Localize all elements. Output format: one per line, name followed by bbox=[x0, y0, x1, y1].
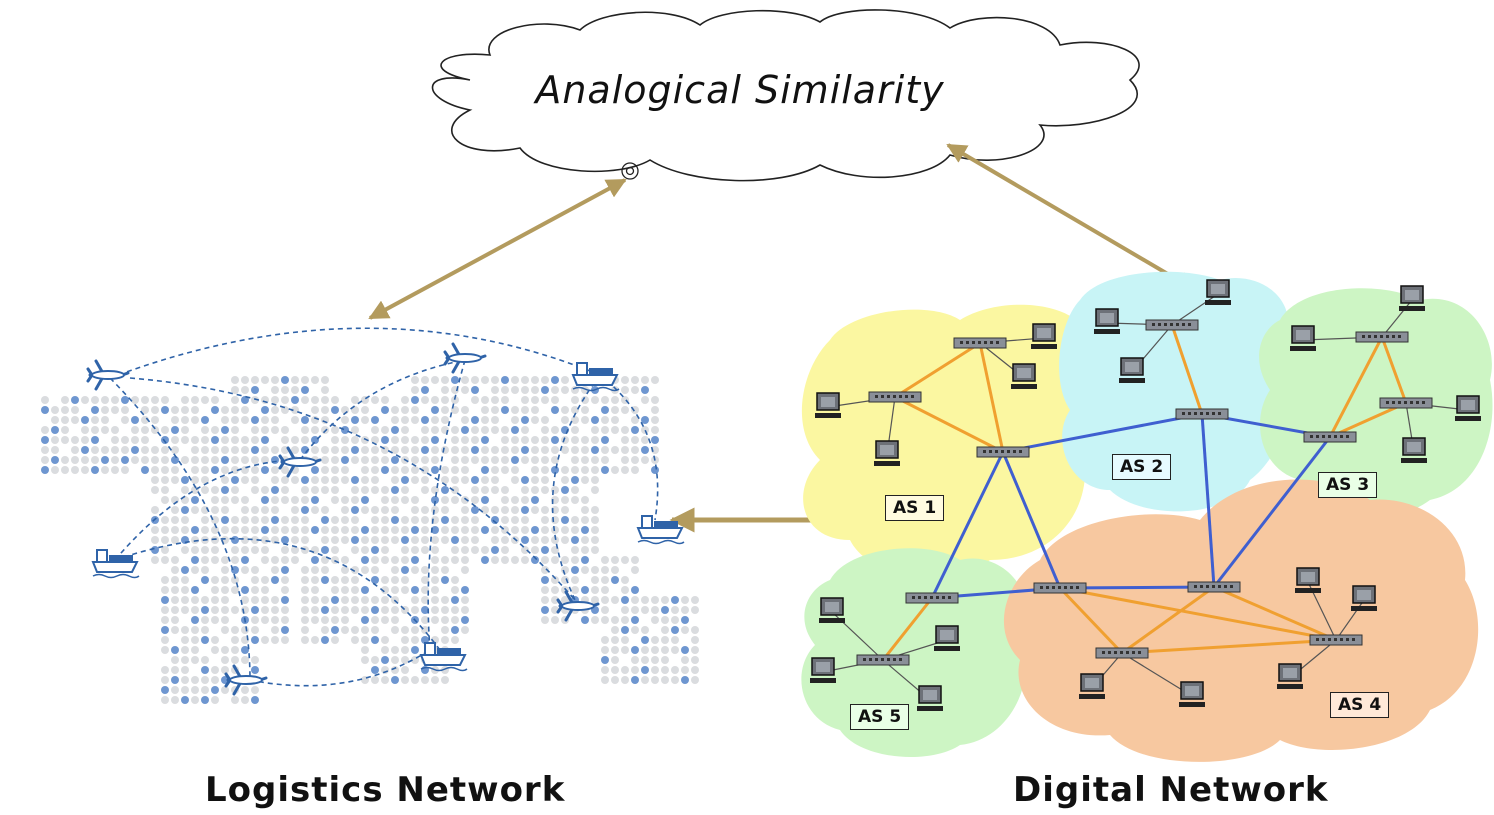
airplane-icon bbox=[224, 664, 268, 696]
as5-label: AS 5 bbox=[850, 704, 910, 730]
cloud-anchor-icon bbox=[621, 162, 639, 180]
computer-icon bbox=[1179, 681, 1205, 707]
container-ship-icon bbox=[419, 642, 468, 672]
airplane-icon bbox=[556, 590, 600, 622]
as3-cloud bbox=[1259, 288, 1493, 518]
network-switch-icon bbox=[1145, 319, 1199, 331]
inter-as-link bbox=[930, 451, 1005, 599]
as-internal-link bbox=[894, 395, 1004, 454]
network-switch-icon bbox=[976, 446, 1030, 458]
airplane-icon bbox=[86, 359, 130, 391]
container-ship-icon bbox=[91, 549, 140, 579]
as3-label: AS 3 bbox=[1318, 472, 1378, 498]
computer-icon bbox=[934, 625, 960, 651]
similarity-cloud bbox=[431, 9, 1140, 182]
network-switch-icon bbox=[1033, 582, 1087, 594]
as-internal-link bbox=[1328, 336, 1384, 438]
inter-as-link bbox=[1200, 413, 1216, 588]
network-switch-icon bbox=[1303, 431, 1357, 443]
arrow-cloud-to-logistics bbox=[368, 178, 627, 320]
computer-icon bbox=[1295, 567, 1321, 593]
network-switch-icon bbox=[1187, 581, 1241, 593]
logistics-network-caption: Logistics Network bbox=[205, 770, 566, 810]
as-internal-link bbox=[1121, 585, 1215, 655]
computer-icon bbox=[810, 657, 836, 683]
computer-icon bbox=[1290, 325, 1316, 351]
computer-icon bbox=[1455, 395, 1481, 421]
network-switch-icon bbox=[1309, 634, 1363, 646]
as-internal-link bbox=[1058, 586, 1124, 655]
airplane-icon bbox=[443, 342, 487, 374]
computer-icon bbox=[1079, 673, 1105, 699]
network-switch-icon bbox=[856, 654, 910, 666]
computer-icon bbox=[1401, 437, 1427, 463]
network-nodes bbox=[810, 279, 1481, 711]
inter-as-link bbox=[1212, 436, 1332, 588]
computer-icon bbox=[819, 597, 845, 623]
as-internal-link bbox=[894, 341, 981, 399]
as1-label: AS 1 bbox=[885, 495, 945, 521]
network-switch-icon bbox=[868, 391, 922, 403]
computer-icon bbox=[1031, 323, 1057, 349]
as-internal-link bbox=[978, 342, 1005, 453]
as2-label: AS 2 bbox=[1112, 454, 1172, 480]
computer-icon bbox=[1011, 363, 1037, 389]
computer-icon bbox=[917, 685, 943, 711]
as-internal-link bbox=[1380, 336, 1408, 404]
inter-as-link bbox=[1002, 412, 1203, 454]
computer-icon bbox=[815, 392, 841, 418]
computer-icon bbox=[1351, 585, 1377, 611]
inter-as-link bbox=[1001, 451, 1062, 589]
network-switch-icon bbox=[1355, 331, 1409, 343]
world-dot-map bbox=[41, 376, 699, 704]
as2-cloud bbox=[1059, 271, 1292, 512]
diagram-title: Analogical Similarity bbox=[535, 68, 945, 112]
as-internal-link bbox=[1121, 638, 1337, 655]
network-switch-icon bbox=[1175, 408, 1229, 420]
computer-icon bbox=[1399, 285, 1425, 311]
logistics-routes bbox=[109, 327, 659, 687]
arrow-cloud-to-digital bbox=[946, 143, 1197, 292]
network-switch-icon bbox=[1379, 397, 1433, 409]
airplane-icon bbox=[278, 446, 322, 478]
as-internal-link bbox=[1059, 586, 1337, 642]
as5-cloud bbox=[801, 548, 1027, 757]
as-internal-link bbox=[881, 597, 934, 661]
as-internal-link bbox=[1170, 324, 1204, 415]
computer-icon bbox=[1119, 357, 1145, 383]
container-ship-icon bbox=[636, 515, 685, 545]
computer-icon bbox=[1094, 308, 1120, 334]
digital-network-caption: Digital Network bbox=[1013, 770, 1329, 810]
computer-icon bbox=[1205, 279, 1231, 305]
computer-icon bbox=[874, 440, 900, 466]
container-ship-icon bbox=[571, 362, 620, 392]
network-switch-icon bbox=[1095, 647, 1149, 659]
network-switch-icon bbox=[953, 337, 1007, 349]
as-internal-link bbox=[1329, 401, 1407, 439]
computer-icon bbox=[1277, 663, 1303, 689]
network-switch-icon bbox=[905, 592, 959, 604]
as-internal-link bbox=[1213, 585, 1337, 642]
as4-label: AS 4 bbox=[1330, 692, 1390, 718]
